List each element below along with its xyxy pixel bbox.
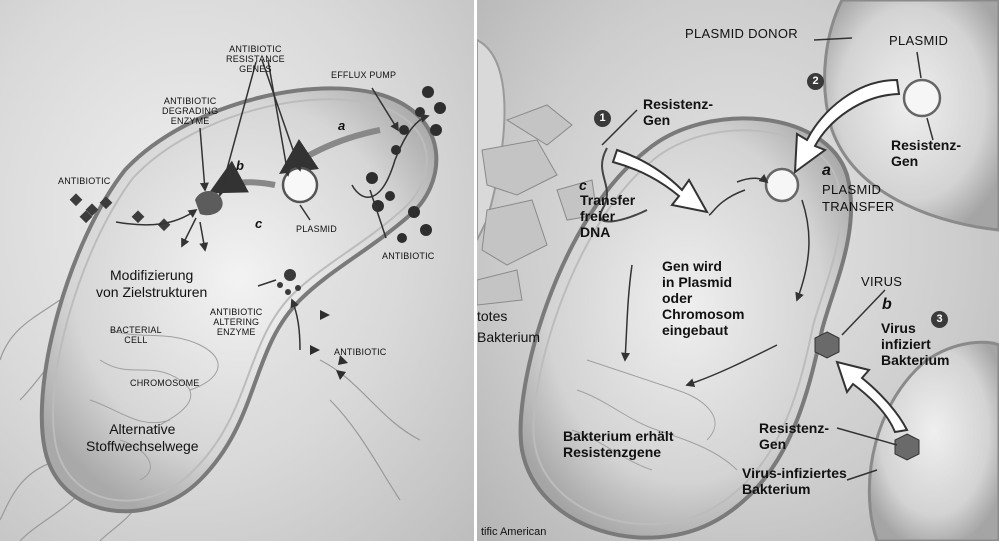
virus-infected-bacterium-label: Virus-infiziertes Bakterium [742,465,847,497]
resistenz-gen-label-top: Resistenz- Gen [643,96,713,128]
letter-c-right: c [579,177,587,193]
plasmid-circle-recipient [766,169,798,201]
dead-bacterium-label: totes Bakterium [477,306,540,348]
source-credit: tific American [481,526,546,538]
antibiotic-label-right: ANTIBIOTIC [382,251,435,261]
letter-c-left: c [255,216,262,231]
antibiotic-triangles-bottom [310,310,348,380]
bacterial-cell-label: BACTERIAL CELL [110,325,162,345]
plasmid-circle-donor [904,80,940,116]
antibiotic-degrading-enzyme-label: ANTIBIOTIC DEGRADING ENZYME [162,96,218,126]
resistenz-gen-label-right: Resistenz- Gen [891,137,961,169]
chromosome-label: CHROMOSOME [130,378,200,388]
step-number-1: 1 [594,110,611,127]
efflux-pump-label: EFFLUX PUMP [331,70,396,80]
acquires-resistance-label: Bakterium erhält Resistenzgene [563,428,673,460]
virus-infects-label: Virus infiziert Bakterium [881,320,949,368]
transfer-freier-dna-label: Transfer freier DNA [580,192,635,240]
letter-b-right: b [882,296,892,314]
letter-a-left: a [338,118,345,133]
letter-a-right: a [822,162,831,180]
plasmid-transfer-label: PLASMID TRANSFER [822,181,894,215]
infected-bacterium [869,342,999,541]
alternative-pathways-label: Alternative Stoffwechselwege [86,421,199,455]
gene-integration-label: Gen wird in Plasmid oder Chromosom einge… [662,258,744,338]
plasmid-label-donor: PLASMID [889,33,948,48]
resistenz-gen-label-bottom: Resistenz- Gen [759,420,829,452]
step-number-2: 2 [807,73,824,90]
antibiotic-label-left: ANTIBIOTIC [58,176,111,186]
resistance-mechanisms-panel: ANTIBIOTIC RESISTANCE GENES EFFLUX PUMP … [0,0,474,541]
antibiotic-label-bottom: ANTIBIOTIC [334,347,387,357]
virus-label: VIRUS [861,274,902,289]
plasmid-label-left: PLASMID [296,224,337,234]
antibiotic-resistance-genes-label: ANTIBIOTIC RESISTANCE GENES [226,44,285,74]
gene-transfer-panel: PLASMID DONOR PLASMID 2 1 3 Resistenz- G… [477,0,999,541]
letter-b-left: b [236,158,244,173]
modifizierung-label: Modifizierung von Zielstrukturen [96,267,207,301]
antibiotic-altering-enzyme-label: ANTIBIOTIC ALTERING ENZYME [210,307,263,337]
plasmid-donor-label: PLASMID DONOR [685,26,798,41]
bacterium-illustration-left [0,0,474,541]
